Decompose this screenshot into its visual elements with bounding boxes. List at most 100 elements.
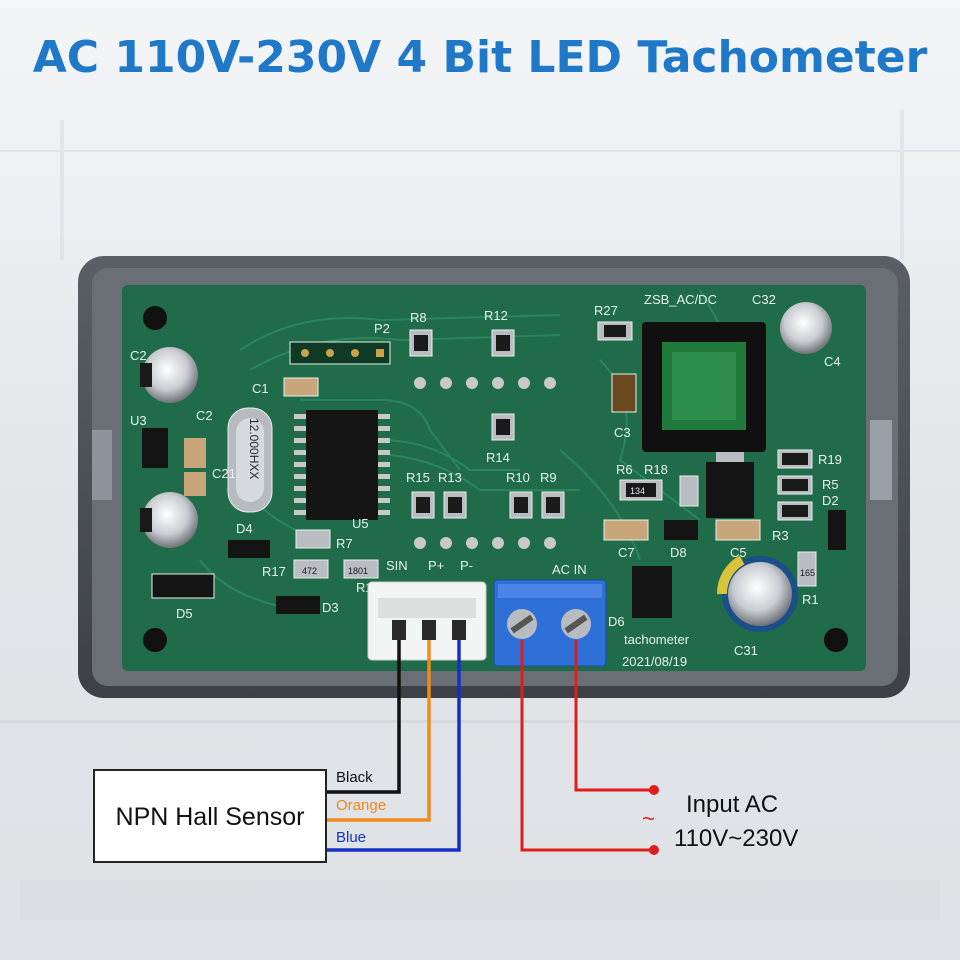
mounting-hole (824, 628, 848, 652)
label-r7: R7 (336, 536, 353, 551)
diode-d8 (664, 520, 698, 540)
mounting-hole (143, 628, 167, 652)
label-p-plus: P+ (428, 558, 444, 573)
label-ac-in: AC IN (552, 562, 587, 577)
enclosure-side-tab-left (92, 430, 112, 500)
label-r10: R10 (506, 470, 530, 485)
label-c7: C7 (618, 545, 635, 560)
label-r13: R13 (438, 470, 462, 485)
label-r8: R8 (410, 310, 427, 325)
resistor-r7 (295, 529, 331, 549)
pcb-traces (199, 289, 741, 611)
label-d8: D8 (670, 545, 687, 560)
wire-label-orange: Orange (336, 797, 386, 814)
capacitor-c3 (611, 373, 637, 413)
smd-code-165: 165 (800, 568, 815, 578)
enclosure-side-tab (870, 420, 892, 500)
label-r18: R18 (644, 462, 668, 477)
label-u3: U3 (130, 413, 147, 428)
label-c21: C21 (212, 466, 236, 481)
mounting-hole (143, 306, 167, 330)
crystal-oscillator (227, 407, 273, 513)
label-r12: R12 (484, 308, 508, 323)
header-p2-pins (301, 349, 384, 357)
label-r19: R19 (818, 452, 842, 467)
label-c3: C3 (614, 425, 631, 440)
label-c31: C31 (734, 643, 758, 658)
label-r9: R9 (540, 470, 557, 485)
label-d4: D4 (236, 521, 253, 536)
ac-symbol: ~ (642, 806, 655, 831)
label-r15: R15 (406, 470, 430, 485)
pin-row-bottom (414, 537, 556, 549)
input-voltage-label: 110V~230V (674, 825, 798, 852)
page-title: AC 110V-230V 4 Bit LED Tachometer (33, 32, 928, 83)
label-c5: C5 (730, 545, 747, 560)
label-d6: D6 (608, 614, 625, 629)
label-r14: R14 (486, 450, 510, 465)
label-d3: D3 (322, 600, 339, 615)
diode-d4 (228, 540, 270, 558)
background-texture (0, 110, 960, 920)
capacitor-c21 (184, 472, 206, 496)
resistor-r14 (491, 413, 515, 441)
label-r27: R27 (594, 303, 618, 318)
resistor-r18 (679, 475, 699, 507)
resistor-r1 (797, 551, 817, 587)
ac-terminal-dot (649, 785, 659, 795)
resistor-r16 (343, 559, 379, 579)
label-board-date: 2021/08/19 (622, 654, 687, 669)
diode-d2 (828, 510, 846, 550)
label-board-name: tachometer (624, 632, 690, 647)
label-sin: SIN (386, 558, 408, 573)
wire-ac-red-2 (574, 640, 654, 792)
smd-code-134: 134 (630, 486, 645, 496)
ac-terminal-block (493, 579, 607, 667)
label-p-minus: P- (460, 558, 473, 573)
label-r6: R6 (616, 462, 633, 477)
capacitor-c5 (715, 519, 761, 541)
label-c4: C4 (824, 354, 841, 369)
capacitor-c7 (603, 519, 649, 541)
transistor-q1-tab (716, 452, 744, 462)
wire-label-blue: Blue (336, 829, 366, 846)
capacitor-c31 (716, 555, 798, 632)
label-c32: C32 (752, 292, 776, 307)
transistor-q1 (706, 462, 754, 518)
label-u5: U5 (352, 516, 369, 531)
ic-u5-pins (294, 414, 390, 515)
wire-label-black: Black (336, 769, 373, 786)
label-c2: C2 (130, 348, 147, 363)
label-r5: R5 (822, 477, 839, 492)
resistor-r6 (619, 479, 663, 501)
diode-d5 (151, 573, 215, 599)
resistor-r12 (491, 329, 515, 357)
label-c2-2: C2 (196, 408, 213, 423)
wire-black (326, 640, 401, 794)
sensor-connector (367, 581, 487, 661)
resistor-r17 (293, 559, 329, 579)
regulator-d6 (632, 566, 672, 618)
pin-row-top (414, 377, 556, 389)
label-board-model: ZSB_AC/DC (644, 292, 717, 307)
smd-code-472: 472 (302, 566, 317, 576)
resistors-right (777, 449, 813, 521)
resistor-r27 (597, 321, 633, 341)
resistor-r8 (409, 329, 433, 357)
regulator-u3 (142, 428, 168, 468)
header-p2 (289, 341, 391, 365)
capacitor-c1 (283, 377, 319, 397)
capacitor-c32 (780, 302, 832, 354)
wire-ac-red-1 (520, 640, 654, 852)
wire-blue (326, 640, 461, 852)
label-r1: R1 (802, 592, 819, 607)
label-crystal: 12.000HXX (247, 418, 261, 479)
label-r3: R3 (772, 528, 789, 543)
label-r17: R17 (262, 564, 286, 579)
ic-u5 (306, 410, 378, 520)
ac-terminal-dot (649, 845, 659, 855)
resistors-row (411, 491, 565, 519)
input-ac-label: Input AC (686, 791, 778, 818)
capacitor-c22 (184, 438, 206, 468)
